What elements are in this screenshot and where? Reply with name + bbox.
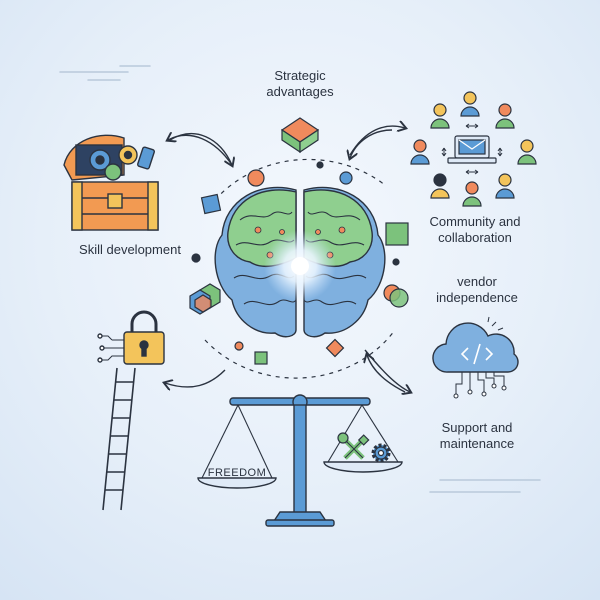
square-shape — [200, 193, 222, 215]
orbit-path — [204, 158, 396, 379]
arrow-support — [364, 349, 410, 392]
label-vendor-line2: independence — [436, 290, 518, 305]
freedom-label: FREEDOM — [208, 467, 267, 479]
gear-icon — [371, 443, 391, 463]
label-vendor-independence: vendor independence — [412, 274, 542, 306]
label-community-line1: Community and — [429, 214, 521, 229]
treasure-chest-icon — [63, 134, 159, 231]
label-support-line2: maintenance — [439, 436, 515, 451]
label-community-line2: collaboration — [438, 230, 512, 245]
padlock-icon — [97, 310, 165, 365]
brain-core — [291, 257, 309, 275]
circle-shape — [247, 169, 265, 187]
tools-icon — [337, 432, 370, 460]
connector-arrows — [165, 126, 410, 392]
label-community-collaboration: Community and collaboration — [410, 214, 540, 246]
green-square — [385, 222, 409, 246]
hexagon-icon — [189, 283, 221, 315]
balance-scale-icon — [197, 394, 403, 527]
arrow-ladder — [165, 369, 226, 387]
ladder-icon — [102, 367, 136, 511]
decorative-lines — [59, 65, 541, 493]
floating-shapes — [191, 161, 409, 365]
label-support-maintenance: Support and maintenance — [412, 420, 542, 452]
brain-icon — [214, 186, 386, 338]
label-strategic-line2: advantages — [266, 84, 334, 99]
laptop-mail-icon — [447, 135, 497, 164]
people-icon — [410, 91, 537, 207]
label-strategic-advantages: Strategic advantages — [240, 68, 360, 100]
arrow-community — [349, 126, 405, 156]
label-vendor-line1: vendor — [457, 274, 497, 289]
label-strategic-line1: Strategic — [274, 68, 326, 83]
label-skill-development: Skill development — [79, 242, 181, 257]
label-support-line1: Support and — [441, 420, 513, 435]
cloud-code-icon — [432, 316, 519, 399]
cube-icon — [280, 117, 320, 154]
